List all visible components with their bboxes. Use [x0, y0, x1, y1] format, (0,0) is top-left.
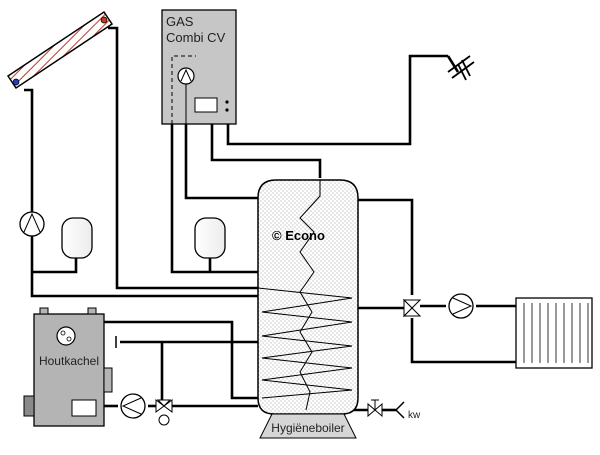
stove-pump — [120, 393, 146, 419]
cv-display — [194, 97, 218, 113]
flue-terminal-icon — [447, 55, 475, 81]
stove-label: Houtkachel — [39, 354, 99, 368]
solar-collector — [6, 10, 114, 90]
solar-return-pipe — [24, 88, 258, 298]
radiator-return-pipe — [410, 318, 516, 364]
pipework — [24, 26, 516, 412]
cv-gas-pipe — [210, 124, 322, 178]
flue-pipe — [226, 54, 448, 146]
solar-pump — [19, 211, 45, 237]
cv-title-line2: Combi CV — [166, 30, 226, 45]
collector-sensor-dot — [100, 16, 108, 24]
cv-internal-dashed-line — [171, 55, 196, 124]
mixing-valve — [402, 298, 422, 318]
cv-indicator-2 — [225, 108, 229, 112]
gas-combi-cv-unit: GAS Combi CV — [161, 9, 237, 125]
radiator — [515, 297, 593, 369]
stove-thermometer-icon — [56, 326, 76, 346]
radiator-pump — [448, 293, 474, 319]
boiler-heat-coil — [257, 287, 353, 399]
wood-stove: Houtkachel — [23, 307, 117, 427]
flue-stack — [446, 55, 460, 73]
cv-indicator-1 — [225, 100, 229, 104]
cold-water-valve — [367, 399, 383, 418]
cv-flow-pipe — [170, 124, 258, 274]
stove-three-way-valve — [155, 399, 173, 426]
boiler-stand — [259, 413, 357, 439]
solar-expansion-tank — [61, 217, 93, 259]
hygiene-boiler: Hygiëneboiler © Econo — [257, 179, 359, 439]
cold-water-arrow-icon — [394, 401, 405, 419]
solar-flow-pipe — [108, 26, 258, 290]
cv-title-line1: GAS — [166, 14, 194, 29]
solar-expansion-branch — [32, 258, 78, 274]
cv-return-pipe — [184, 124, 258, 200]
collector-panel — [6, 10, 114, 90]
cold-water-label: kw — [408, 410, 421, 421]
radiator-flow-pipe — [358, 198, 414, 295]
boiler-label: Hygiëneboiler — [271, 421, 344, 435]
collector-inlet-dot — [12, 78, 20, 86]
stove-door — [71, 399, 97, 417]
stove-top-pipe — [104, 320, 258, 400]
cv-expansion-tank — [194, 217, 226, 259]
brand-label: © Econo — [272, 228, 325, 243]
